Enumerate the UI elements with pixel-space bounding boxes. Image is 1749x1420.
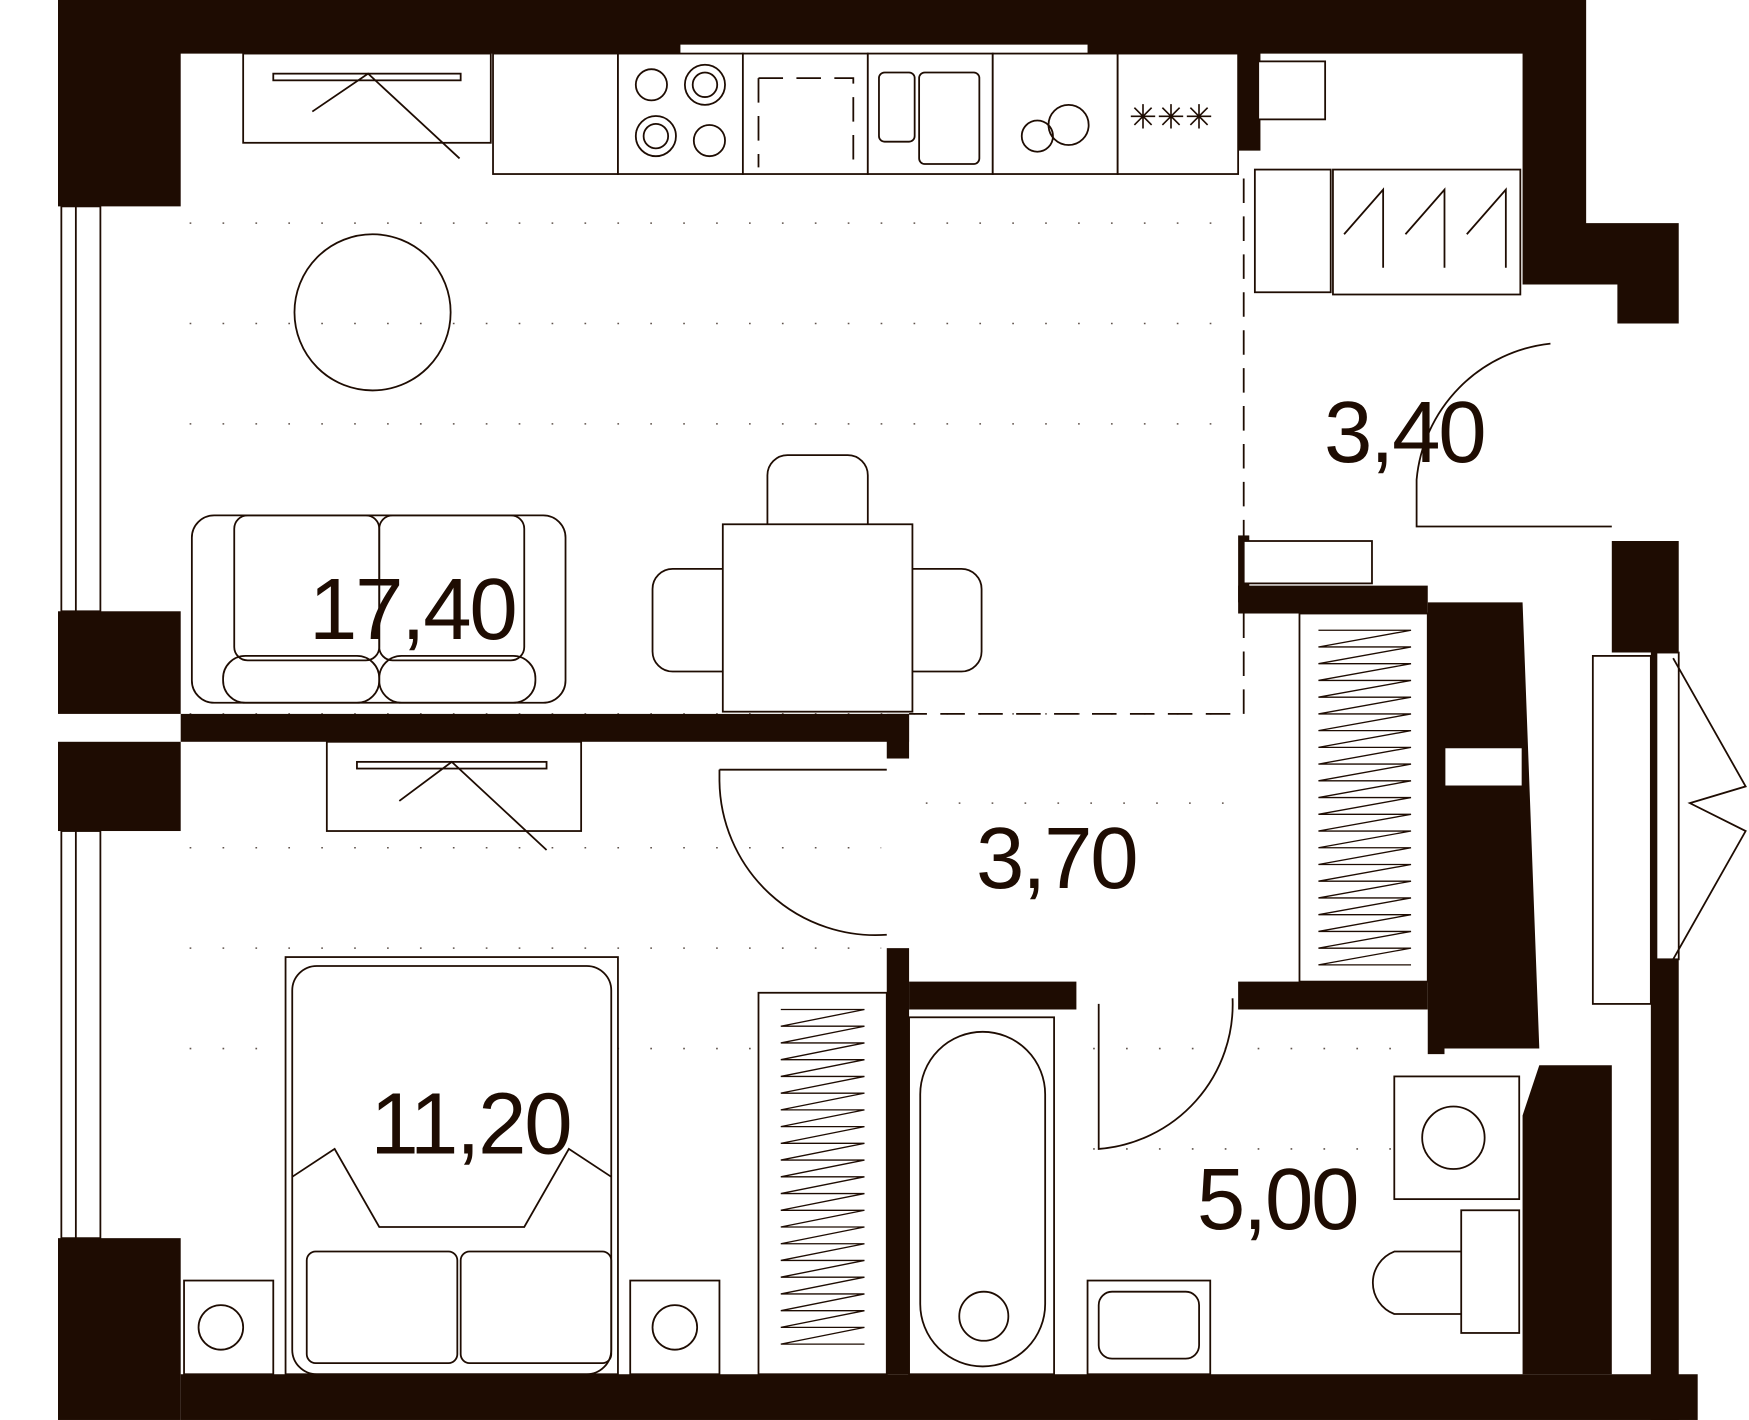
bathtub bbox=[908, 1016, 1055, 1376]
wardrobe-hallway bbox=[1242, 60, 1612, 585]
area-label-hallway: 3,40 bbox=[1324, 384, 1484, 481]
area-label-bedroom: 11,20 bbox=[370, 1075, 570, 1172]
walls bbox=[58, 0, 1698, 1420]
kitchen-counter: ✳✳✳ bbox=[242, 52, 1240, 175]
area-label-corridor: 3,70 bbox=[976, 810, 1136, 907]
wardrobe-bedroom bbox=[757, 991, 888, 1376]
bed bbox=[284, 956, 619, 1376]
windows bbox=[60, 205, 1747, 1240]
door-swing bbox=[718, 768, 887, 937]
sofa bbox=[190, 514, 567, 704]
washing-machine bbox=[1393, 1075, 1521, 1201]
area-label-living-kitchen: 17,40 bbox=[309, 561, 516, 658]
area-label-bathroom: 5,00 bbox=[1197, 1151, 1357, 1248]
zone-divider bbox=[909, 178, 1245, 715]
sink bbox=[1086, 1279, 1212, 1376]
toilet bbox=[1372, 1209, 1521, 1334]
tv-stand bbox=[325, 740, 583, 851]
round-table bbox=[293, 233, 452, 392]
svg-text:✳✳✳: ✳✳✳ bbox=[1129, 97, 1213, 136]
dining-set bbox=[651, 454, 983, 713]
nightstands bbox=[183, 1279, 721, 1376]
door-swing-bath bbox=[1097, 998, 1234, 1150]
wardrobe-corridor bbox=[1298, 612, 1429, 983]
